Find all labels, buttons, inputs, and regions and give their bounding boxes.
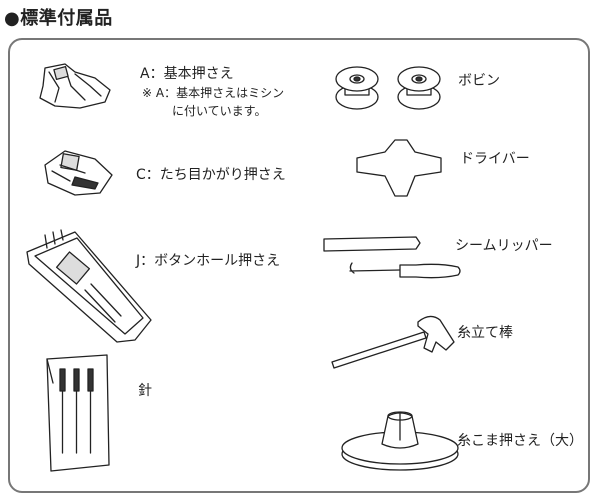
seam-ripper-illustration — [323, 236, 461, 279]
foot-a-note-line1: ※ A：基本押さえはミシン — [142, 86, 285, 100]
foot-a-note-line2: に付いています。 — [172, 104, 267, 118]
screwdriver-illustration — [356, 139, 442, 197]
spool-cap-label: 糸こま押さえ（大） — [457, 433, 583, 449]
page-title: ●標準付属品 — [4, 8, 113, 29]
needles-label: 針 — [138, 383, 152, 399]
spool-pin-illustration — [331, 315, 455, 369]
overcasting-foot-c-illustration — [44, 150, 113, 196]
presser-foot-a-illustration — [39, 63, 111, 109]
foot-c-label: C：たち目かがり押さえ — [136, 167, 286, 183]
screwdriver-label: ドライバー — [460, 151, 530, 167]
spool-cap-illustration — [341, 411, 459, 471]
foot-a-label: A：基本押さえ — [140, 66, 234, 82]
seam-ripper-label: シームリッパー — [455, 238, 553, 254]
spool-pin-label: 糸立て棒 — [457, 325, 513, 341]
buttonhole-foot-j-illustration — [26, 229, 152, 343]
foot-j-label: J：ボタンホール押さえ — [136, 253, 281, 269]
needle-pack-illustration — [46, 354, 110, 472]
bobbins-label: ボビン — [458, 73, 500, 89]
bobbins-illustration — [335, 66, 441, 110]
accessories-frame — [8, 38, 590, 493]
